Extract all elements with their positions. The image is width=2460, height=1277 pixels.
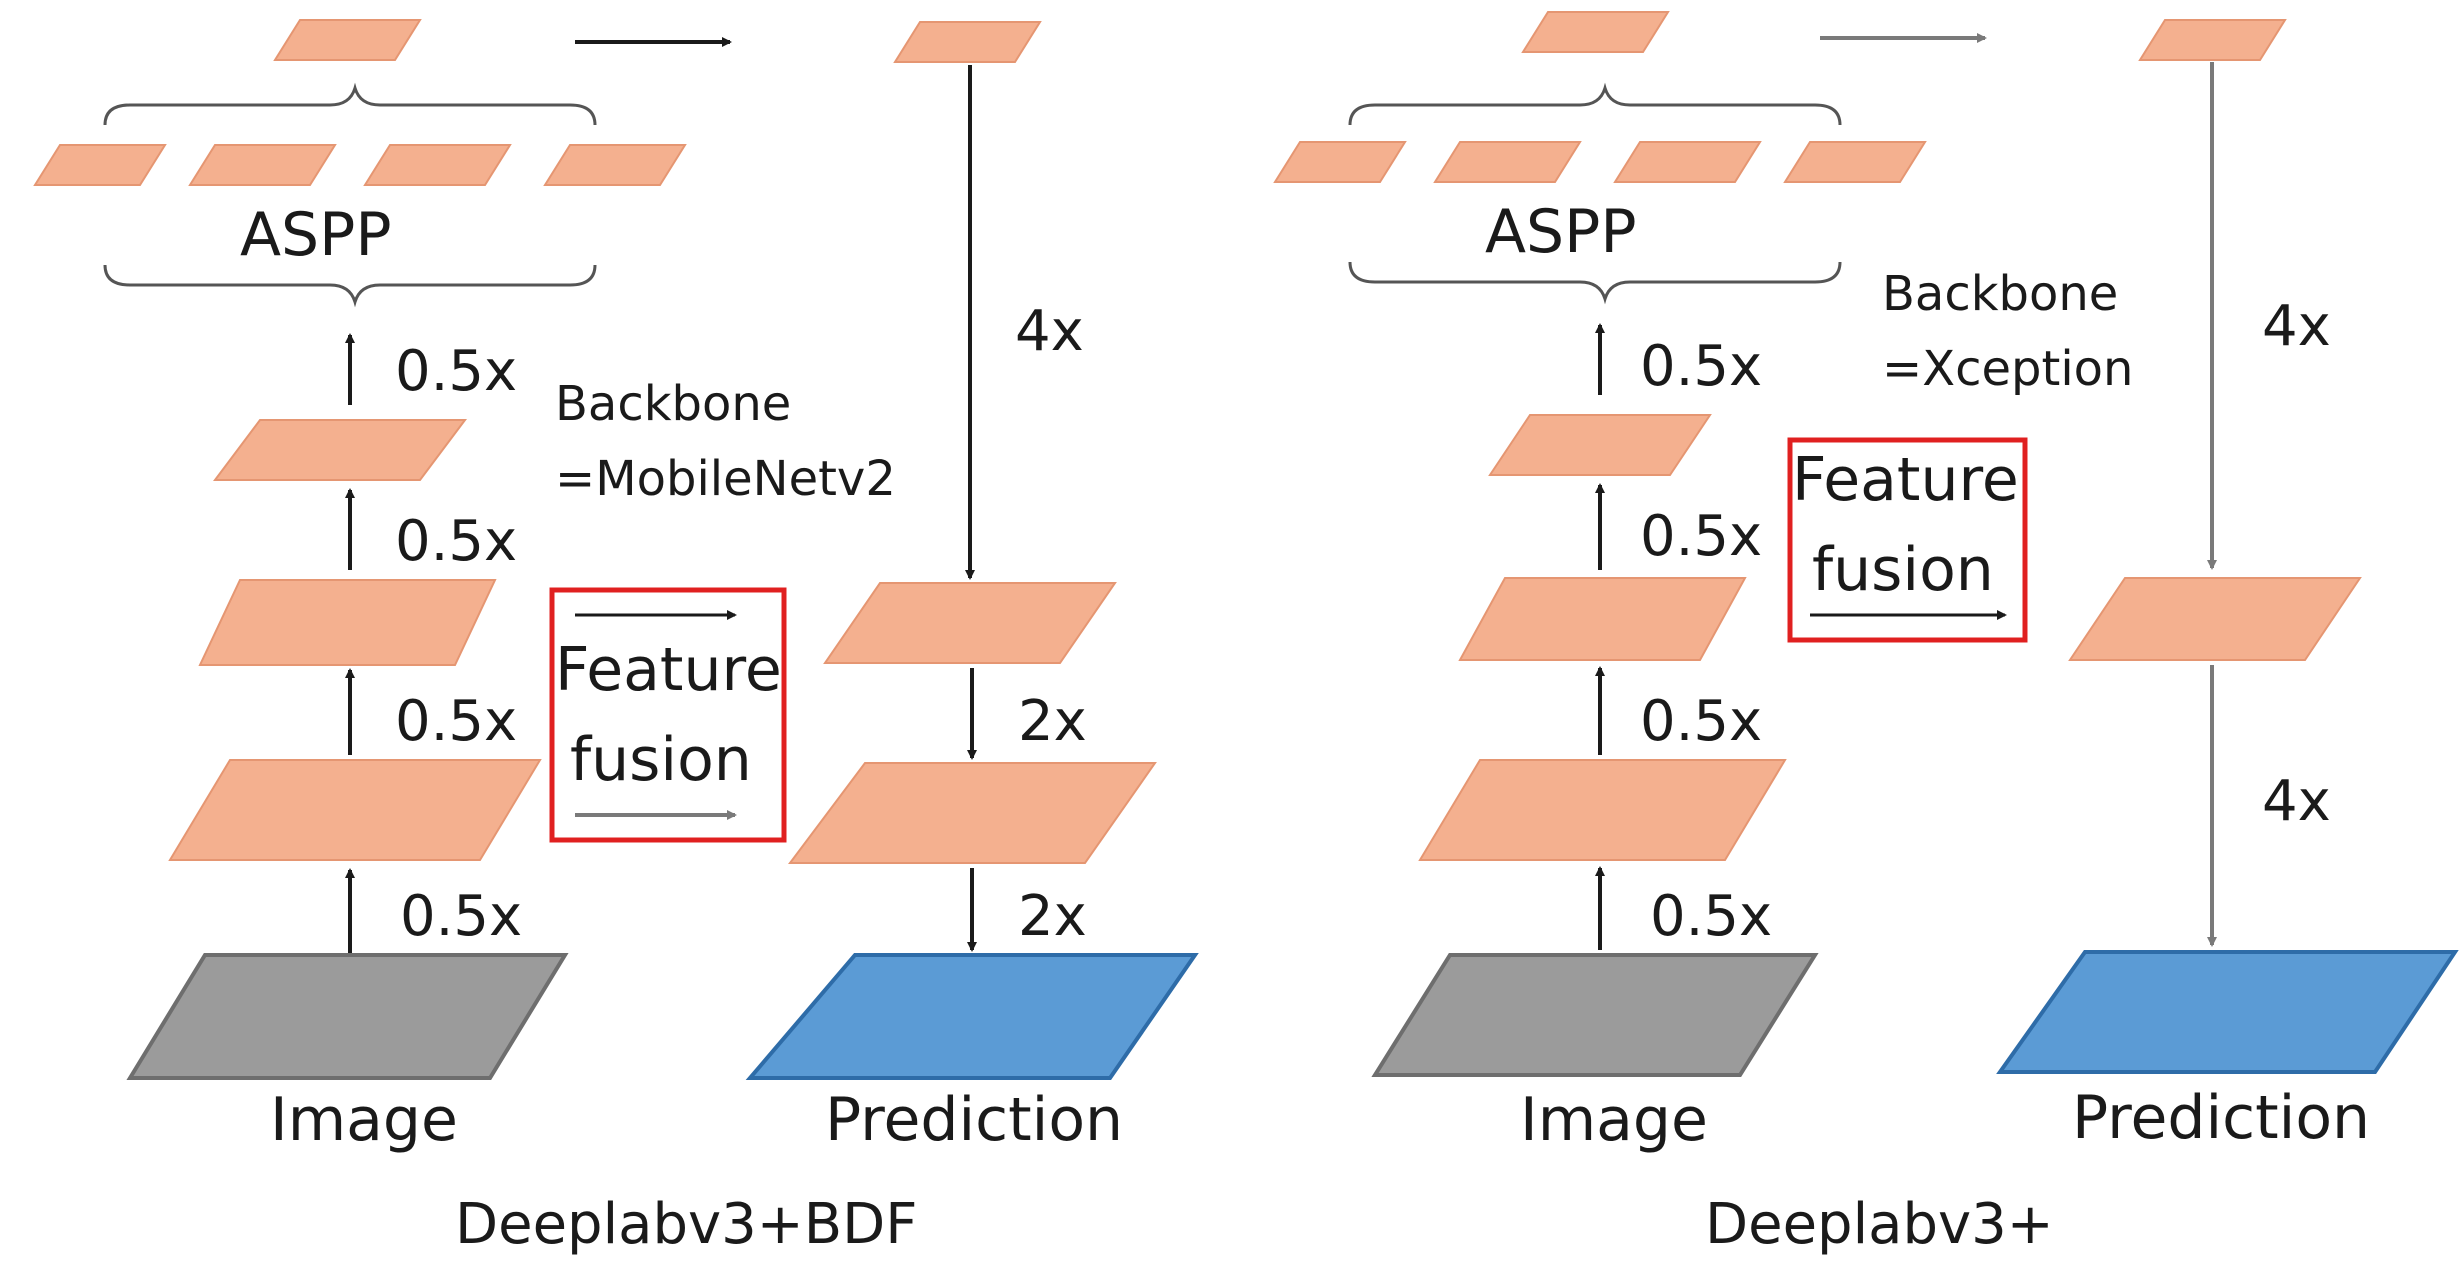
right-image-label: Image xyxy=(1520,1085,1708,1155)
left-decoder-input-map xyxy=(893,21,1042,63)
right-aspp-brace-bottom xyxy=(1348,261,1842,305)
left-decoder-map-1 xyxy=(823,582,1117,664)
left-decoder-label-bottom: 2x xyxy=(1018,884,1087,949)
left-input-image xyxy=(126,953,569,1080)
right-aspp-branch-1 xyxy=(1273,141,1407,183)
left-aspp-branch-4 xyxy=(543,144,687,186)
right-backbone-line1: Backbone xyxy=(1882,266,2118,322)
right-aspp-branch-3 xyxy=(1613,141,1762,183)
right-encoder-map-4 xyxy=(1488,414,1712,476)
left-diagram-title: Deeplabv3+BDF xyxy=(455,1192,917,1257)
left-decoder-label-mid: 2x xyxy=(1018,689,1087,754)
left-prediction-map xyxy=(745,953,1199,1080)
left-image-label: Image xyxy=(270,1085,458,1155)
left-aspp-branch-2 xyxy=(188,144,337,186)
left-encoder-map-4 xyxy=(213,419,467,481)
left-decoder-label-top: 4x xyxy=(1015,299,1084,364)
left-feature-fusion-line2: fusion xyxy=(570,725,752,795)
left-scale-label-1: 0.5x xyxy=(400,884,522,949)
left-encoder-map-3 xyxy=(198,579,497,666)
left-backbone-line2: =MobileNetv2 xyxy=(555,451,896,507)
left-feature-fusion-line1: Feature xyxy=(555,635,782,705)
left-aspp-branch-1 xyxy=(33,144,167,186)
right-aspp-output-map xyxy=(1521,11,1670,53)
left-encoder-map-2 xyxy=(168,759,542,861)
right-decoder-label-bottom: 4x xyxy=(2262,769,2331,834)
right-diagram-title: Deeplabv3+ xyxy=(1705,1192,2054,1257)
right-backbone-line2: =Xception xyxy=(1882,341,2133,397)
right-prediction-map xyxy=(1996,950,2459,1074)
right-aspp-branch-4 xyxy=(1783,141,1927,183)
right-aspp-brace-top xyxy=(1348,82,1842,126)
right-aspp-branch-2 xyxy=(1433,141,1582,183)
left-aspp-brace-bottom xyxy=(103,264,597,308)
left-decoder-map-2 xyxy=(788,762,1157,864)
right-input-image xyxy=(1371,953,1819,1077)
right-scale-label-1: 0.5x xyxy=(1650,884,1772,949)
left-scale-label-3: 0.5x xyxy=(395,509,517,574)
left-aspp-label: ASPP xyxy=(240,200,392,270)
right-feature-fusion-line1: Feature xyxy=(1792,445,2019,515)
right-scale-label-4: 0.5x xyxy=(1640,334,1762,399)
right-scale-label-2: 0.5x xyxy=(1640,689,1762,754)
right-scale-label-3: 0.5x xyxy=(1640,504,1762,569)
right-feature-fusion-line2: fusion xyxy=(1812,535,1994,605)
left-backbone-line1: Backbone xyxy=(555,376,791,432)
right-diagram: ASPP 0.5x 0.5x 0.5x 0.5x Image Backbone … xyxy=(1273,11,2459,1257)
left-aspp-output-map xyxy=(273,19,422,61)
left-prediction-label: Prediction xyxy=(825,1085,1123,1155)
right-encoder-map-2 xyxy=(1418,759,1787,861)
right-decoder-label-top: 4x xyxy=(2262,294,2331,359)
left-aspp-branch-3 xyxy=(363,144,512,186)
left-scale-label-4: 0.5x xyxy=(395,339,517,404)
left-scale-label-2: 0.5x xyxy=(395,689,517,754)
right-aspp-label: ASPP xyxy=(1485,197,1637,267)
right-decoder-map-1 xyxy=(2068,577,2362,661)
right-encoder-map-3 xyxy=(1458,577,1747,661)
left-feature-fusion-box xyxy=(549,587,787,843)
left-aspp-brace-top xyxy=(103,82,597,126)
right-feature-fusion-box xyxy=(1787,437,2028,643)
left-diagram: ASPP 0.5x 0.5x 0.5x 0.5x Image Backbone … xyxy=(33,19,1199,1257)
right-decoder-input-map xyxy=(2138,19,2287,61)
right-prediction-label: Prediction xyxy=(2072,1083,2370,1153)
